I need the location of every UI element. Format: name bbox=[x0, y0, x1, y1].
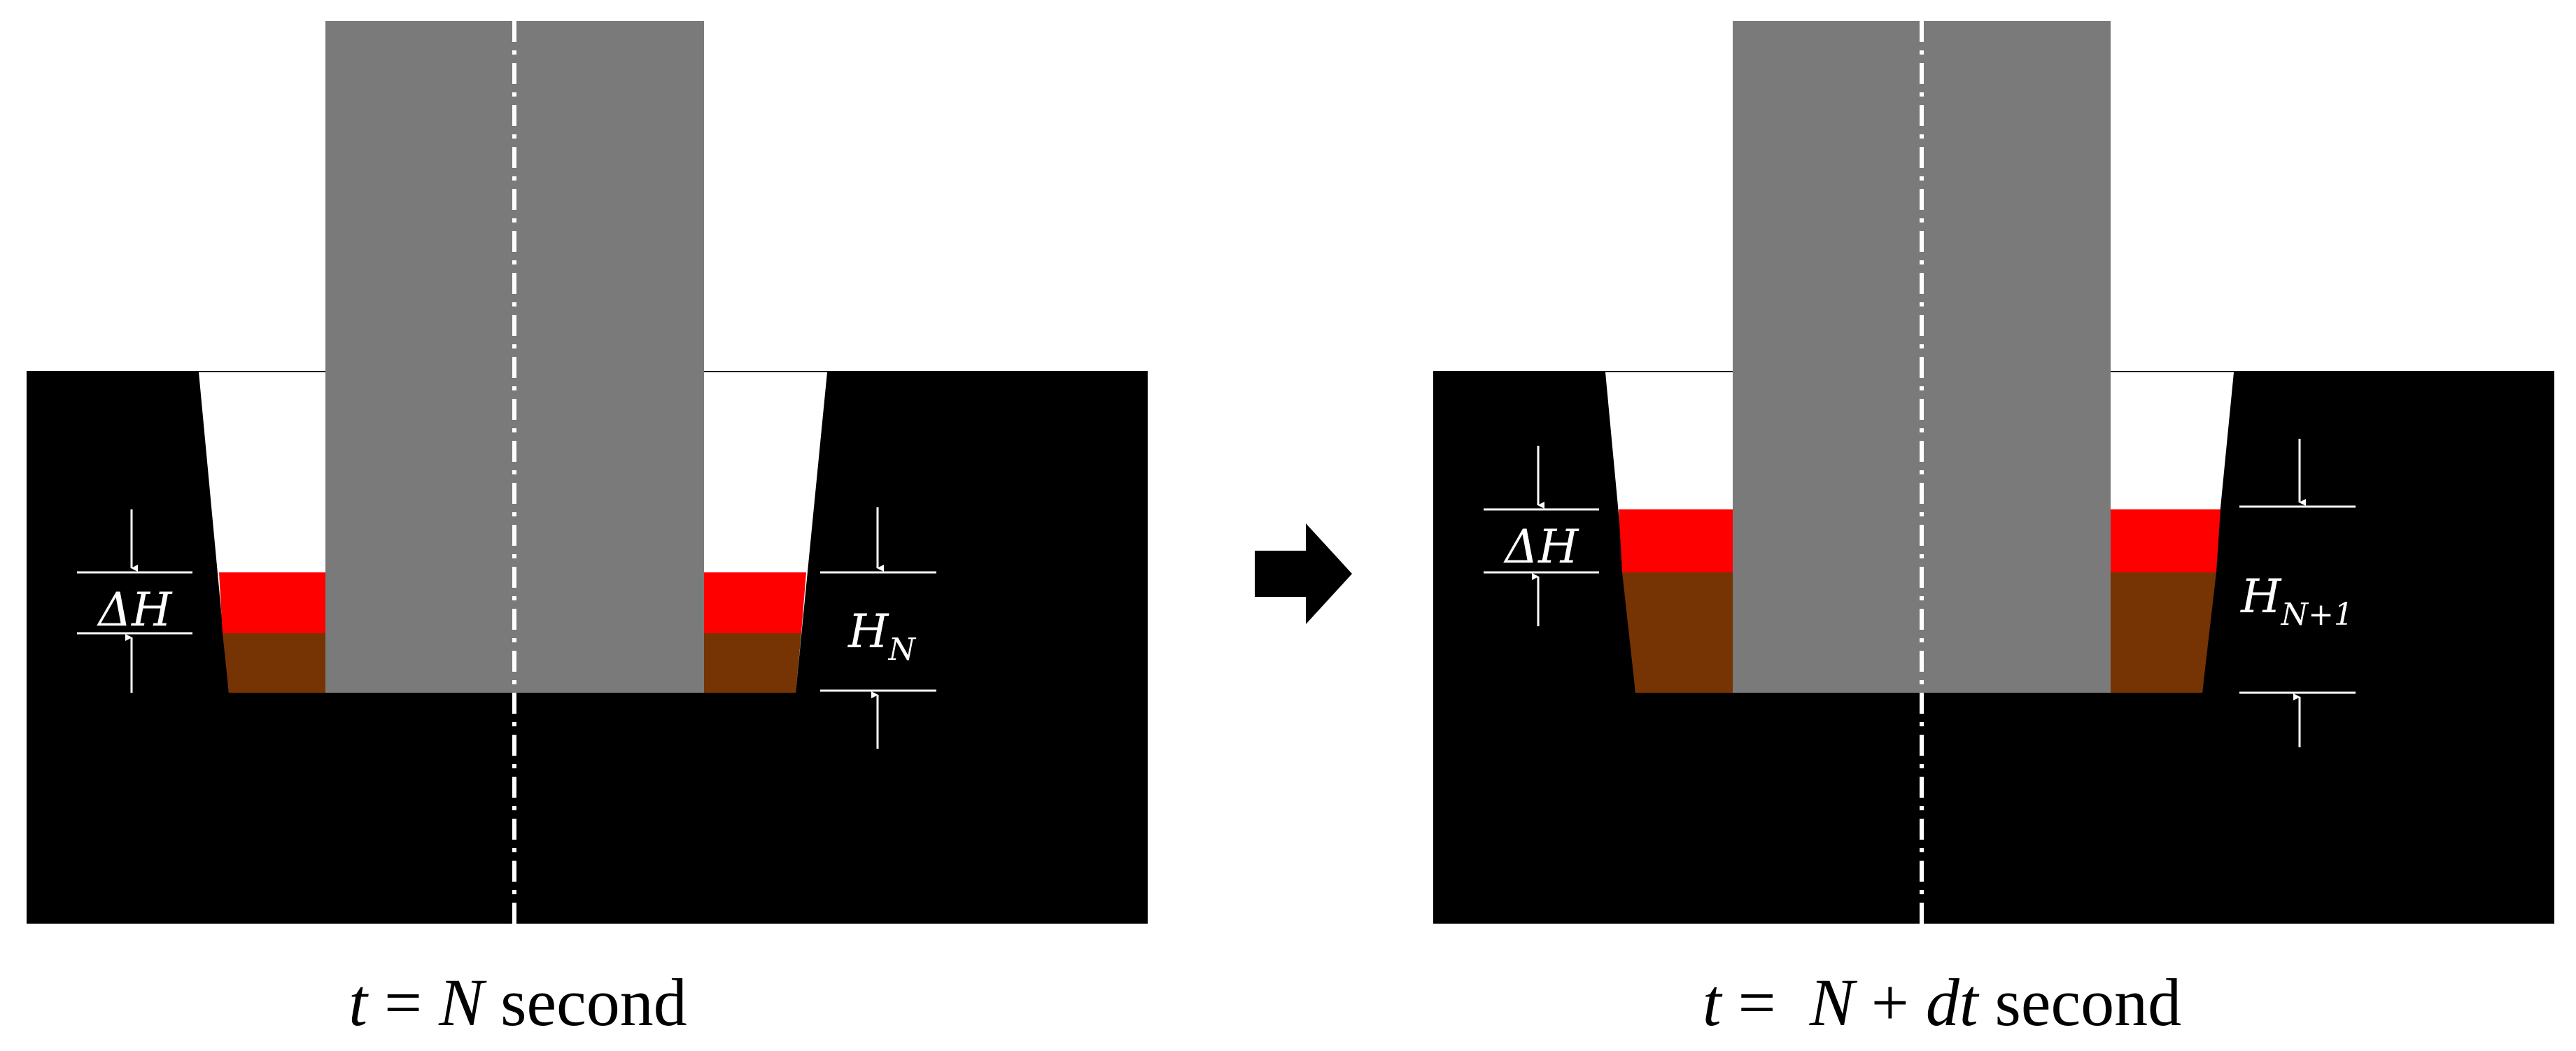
left-height-dimension: HN bbox=[820, 507, 936, 749]
right-height-label: HN+1 bbox=[2240, 570, 2353, 633]
right-caption-t: t bbox=[1703, 965, 1723, 1040]
right-panel: ΔH HN+1 bbox=[1433, 21, 2554, 924]
left-caption-eq: = bbox=[367, 965, 439, 1040]
right-caption-plus: + bbox=[1854, 965, 1926, 1040]
right-delta-h-dimension: ΔH bbox=[1484, 446, 1599, 626]
left-caption-var: N bbox=[438, 965, 487, 1040]
right-caption: t = N + dt second bbox=[1703, 965, 2181, 1040]
left-caption: t = N second bbox=[349, 965, 687, 1040]
left-height-label-sub: N bbox=[888, 632, 917, 668]
left-caption-unit: second bbox=[484, 965, 687, 1040]
left-height-label: HN bbox=[847, 605, 917, 668]
left-panel: ΔH HN bbox=[27, 21, 1148, 924]
right-caption-eq: = bbox=[1722, 965, 1810, 1040]
left-delta-h-label: ΔH bbox=[96, 583, 173, 637]
right-caption-var: N bbox=[1809, 965, 1858, 1040]
left-caption-t: t bbox=[349, 965, 369, 1040]
right-height-label-sub: N+1 bbox=[2281, 597, 2353, 633]
left-delta-h-dimension: ΔH bbox=[77, 509, 192, 693]
right-caption-unit: second bbox=[1978, 965, 2182, 1040]
right-caption-dt: dt bbox=[1926, 965, 1980, 1040]
right-arrow-icon bbox=[1255, 523, 1352, 624]
left-height-label-main: H bbox=[847, 605, 889, 658]
right-delta-h-label: ΔH bbox=[1502, 520, 1579, 574]
right-height-dimension: HN+1 bbox=[2239, 439, 2356, 747]
right-height-label-main: H bbox=[2240, 570, 2282, 623]
